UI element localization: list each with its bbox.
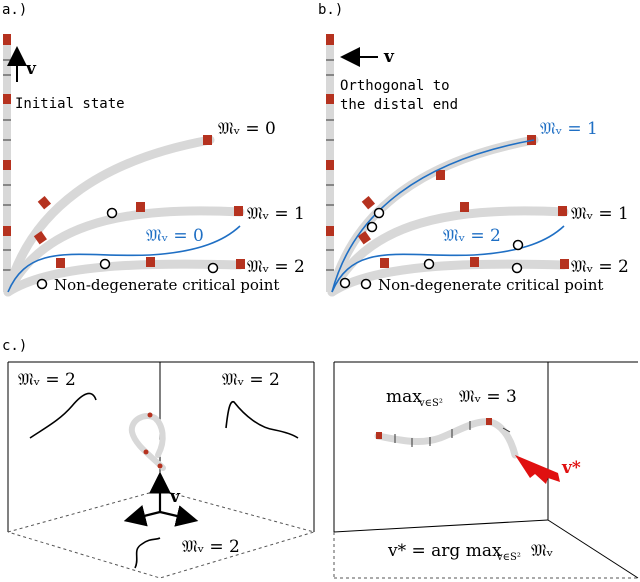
right-projection-curve [225, 401, 299, 439]
panel-b-critical-points [339, 207, 524, 289]
panel-a-critical-points [99, 207, 219, 274]
panel-b-rod [326, 34, 334, 292]
panel-c-right-rod [374, 418, 519, 459]
panel-b-blue-curve [331, 225, 565, 293]
panel-a-legend: Non-degenerate critical point [54, 276, 279, 294]
panel-b-blue-curve-top [331, 139, 535, 293]
panel-b-blue-label: 𝔐ᵥ = 2 [443, 226, 501, 246]
left-projection-curve [29, 392, 97, 439]
panel-c-top-right-label: 𝔐ᵥ = 2 [222, 370, 280, 390]
panel-a: a.) v Initial state [2, 2, 305, 297]
vstar-cone [515, 455, 560, 484]
panel-b-label: b.) [318, 2, 343, 18]
panel-a-caption: Initial state [15, 96, 125, 112]
panel-b-legend: Non-degenerate critical point [378, 276, 603, 294]
panel-b: b.) v Orthogonal to the distal end [318, 2, 629, 297]
panel-a-label: a.) [2, 2, 27, 18]
panel-b-curves [327, 135, 569, 297]
panel-b-blue-top-label: 𝔐ᵥ = 1 [540, 119, 598, 139]
panel-c-top-left-label: 𝔐ᵥ = 2 [18, 370, 76, 390]
panel-b-legend-marker [360, 278, 372, 290]
panel-c-label: c.) [2, 338, 27, 354]
vstar-label: v* [561, 458, 581, 478]
panel-a-label-m1: 𝔐ᵥ = 1 [247, 204, 305, 224]
argmax-label: v* = arg max [387, 541, 502, 561]
panel-a-curves [3, 135, 245, 297]
panel-c: c.) [2, 338, 639, 579]
argmax-rhs: 𝔐ᵥ [531, 541, 554, 561]
panel-b-label-m2: 𝔐ᵥ = 2 [571, 257, 629, 277]
axis-left [123, 505, 161, 527]
panel-c-left-box: v 𝔐ᵥ = 2 𝔐ᵥ = 2 𝔐ᵥ = 2 [7, 361, 316, 579]
panel-c-right-box: max v∈S² 𝔐ᵥ = 3 v* v* = arg max v∈S² 𝔐ᵥ [333, 361, 639, 579]
panel-b-caption-2: the distal end [340, 97, 458, 113]
panel-b-caption-1: Orthogonal to [340, 78, 450, 94]
max-rhs: 𝔐ᵥ = 3 [459, 387, 517, 407]
panel-c-3d-rod [128, 412, 166, 471]
panel-c-axis-label: v [169, 487, 181, 507]
panel-b-label-m1: 𝔐ᵥ = 1 [571, 204, 629, 224]
panel-a-legend-marker [36, 278, 48, 290]
panel-a-blue-curve [7, 225, 241, 293]
panel-a-label-m2: 𝔐ᵥ = 2 [247, 257, 305, 277]
panel-b-vector-label: v [383, 47, 395, 67]
max-label: max [386, 387, 422, 407]
panel-a-rod [3, 34, 11, 292]
panel-a-red-segments [33, 135, 245, 269]
panel-a-blue-label: 𝔐ᵥ = 0 [146, 226, 204, 246]
axis-right [159, 505, 199, 527]
bottom-projection-curve [134, 537, 161, 569]
argmax-subscript: v∈S² [496, 552, 521, 563]
max-subscript: v∈S² [418, 398, 443, 409]
panel-a-label-m0: 𝔐ᵥ = 0 [218, 119, 276, 139]
panel-a-vector-label: v [25, 59, 37, 79]
panel-c-bottom-label: 𝔐ᵥ = 2 [182, 537, 240, 557]
